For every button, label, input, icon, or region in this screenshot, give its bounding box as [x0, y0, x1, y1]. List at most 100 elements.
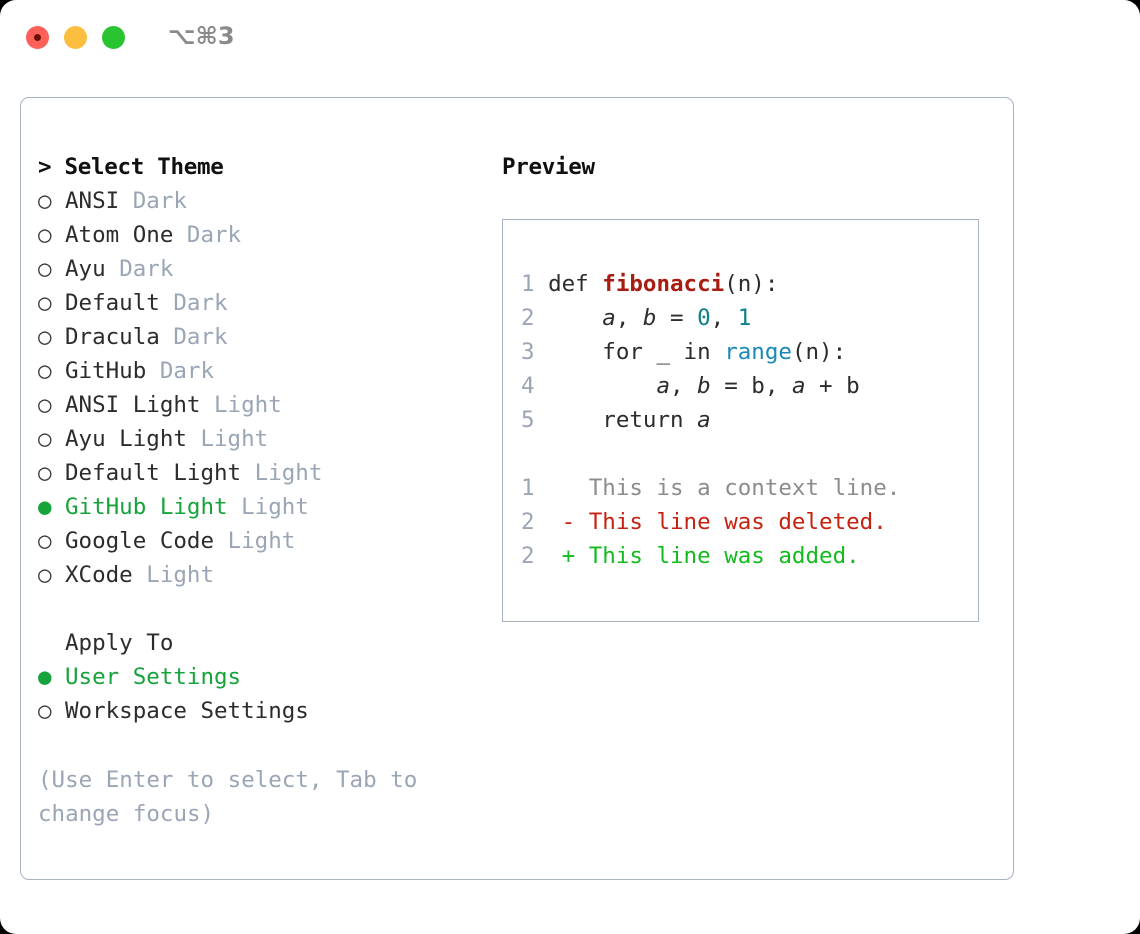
apply-to-heading-indent	[38, 626, 65, 660]
help-hint: (Use Enter to select, Tab to change focu…	[38, 767, 431, 827]
theme-variant: Light	[146, 562, 215, 588]
theme-name: Ayu	[65, 256, 120, 282]
close-button[interactable]	[26, 26, 49, 49]
theme-variant: Light	[241, 494, 309, 520]
radio-selected-icon[interactable]: ●	[38, 664, 52, 690]
radio-unselected-icon[interactable]: ○	[38, 562, 52, 588]
theme-list-item[interactable]: ○Default Dark	[38, 286, 468, 320]
theme-variant: Light	[214, 392, 282, 418]
diff-sign	[562, 475, 589, 501]
theme-list-item[interactable]: ○ANSI Light Light	[38, 388, 468, 422]
diff-text: This is a context line.	[588, 475, 901, 501]
radio-unselected-icon[interactable]: ○	[38, 528, 52, 554]
minimize-button[interactable]	[64, 26, 87, 49]
theme-list-item[interactable]: ● GitHub Light Light	[38, 490, 468, 524]
code-token: (n):	[791, 339, 847, 365]
theme-name: Ayu Light	[65, 426, 201, 452]
diff-sign: +	[561, 543, 589, 569]
apply-to-item[interactable]: ●User Settings	[38, 660, 468, 694]
code-token: a	[602, 305, 616, 331]
code-token: b	[846, 373, 860, 399]
code-token: ,	[615, 305, 643, 331]
code-token: ,	[710, 305, 738, 331]
theme-list-item[interactable]: ○ Google Code Light	[38, 524, 468, 558]
theme-list-item[interactable]: ○ Dracula Dark	[38, 320, 468, 354]
radio-unselected-icon[interactable]: ○	[38, 460, 52, 486]
radio-unselected-icon[interactable]: ○	[38, 290, 52, 316]
code-line: 4 a, b = b, a + b	[521, 369, 860, 403]
radio-unselected-icon[interactable]: ○	[38, 426, 52, 452]
spacer	[38, 592, 468, 626]
code-token	[548, 373, 656, 399]
theme-name: Dracula	[65, 324, 174, 350]
radio-unselected-icon[interactable]: ○	[38, 698, 52, 724]
code-token: for _ in	[548, 339, 725, 365]
select-theme-heading: > Select Theme	[38, 154, 224, 180]
theme-selector-column: > Select Theme ○ANSI Dark○Atom One Dark○…	[38, 150, 468, 728]
apply-to-label: Workspace Settings	[65, 698, 309, 724]
apply-to-list: ●User Settings ○ Workspace Settings	[38, 660, 468, 728]
line-number: 2	[521, 305, 549, 331]
theme-variant: Light	[200, 426, 269, 452]
diff-text: This line was deleted.	[588, 509, 887, 535]
code-token	[548, 305, 602, 331]
code-token: 0	[697, 305, 711, 331]
diff-line-number: 2	[521, 509, 562, 535]
theme-variant: Dark	[186, 222, 242, 248]
theme-variant: Light	[227, 528, 296, 554]
diff-sample: 1 This is a context line. 2 - This line w…	[521, 471, 900, 573]
apply-to-heading-label: Apply To	[65, 630, 174, 656]
theme-variant: Dark	[173, 324, 228, 350]
window-controls	[26, 26, 125, 49]
theme-list-item[interactable]: ○ ANSI Dark	[38, 184, 468, 218]
theme-list-item[interactable]: ○ Atom One Dark	[38, 218, 468, 252]
diff-line: 1 This is a context line.	[521, 471, 900, 505]
apply-to-heading: Apply To	[38, 626, 468, 660]
preview-heading: Preview	[502, 154, 595, 180]
code-line: 2 a, b = 0, 1	[521, 301, 860, 335]
theme-list-item[interactable]: ○ XCode Light	[38, 558, 468, 592]
code-token: ,	[670, 373, 698, 399]
code-token: return	[548, 407, 698, 433]
zoom-button[interactable]	[102, 26, 125, 49]
radio-unselected-icon[interactable]: ○	[38, 392, 52, 418]
radio-selected-icon[interactable]: ●	[38, 494, 52, 520]
theme-list-item[interactable]: ○ Ayu Light Light	[38, 422, 468, 456]
theme-variant: Dark	[159, 358, 215, 384]
theme-variant: Dark	[119, 256, 174, 282]
code-token: 1	[737, 305, 752, 331]
radio-unselected-icon[interactable]: ○	[38, 222, 52, 248]
radio-unselected-icon[interactable]: ○	[38, 256, 52, 282]
radio-unselected-icon[interactable]: ○	[38, 358, 52, 384]
code-token: a	[697, 407, 711, 433]
title-bar: ⌥⌘3	[0, 0, 1140, 76]
theme-name: Default Light	[65, 460, 255, 486]
theme-name: GitHub Light	[65, 494, 242, 520]
theme-name: Google Code	[65, 528, 228, 554]
radio-unselected-icon[interactable]: ○	[38, 188, 52, 214]
radio-unselected-icon[interactable]: ○	[38, 324, 52, 350]
theme-list-item[interactable]: ○ GitHub Dark	[38, 354, 468, 388]
theme-list-item[interactable]: ○ Ayu Dark	[38, 252, 468, 286]
code-line: 5 return a	[521, 403, 860, 437]
diff-line-number: 2	[521, 543, 562, 569]
code-token: =	[656, 305, 698, 331]
code-token: a	[656, 373, 671, 399]
theme-name: GitHub	[65, 358, 160, 384]
theme-list: ○ANSI Dark○Atom One Dark○Ayu Dark○Defaul…	[38, 184, 468, 592]
theme-name: ANSI	[65, 188, 133, 214]
preview-column: Preview 1 def fibonacci(n):2 a, b = 0, 1…	[502, 150, 992, 622]
code-token: +	[805, 373, 847, 399]
theme-variant: Dark	[132, 188, 187, 214]
theme-list-item[interactable]: ○Default Light Light	[38, 456, 468, 490]
theme-name: Atom One	[65, 222, 187, 248]
apply-to-item[interactable]: ○ Workspace Settings	[38, 694, 468, 728]
main-panel: > Select Theme ○ANSI Dark○Atom One Dark○…	[20, 97, 1014, 880]
code-token: b	[642, 305, 657, 331]
keyboard-shortcut-label: ⌥⌘3	[168, 22, 235, 50]
theme-name: XCode	[65, 562, 147, 588]
diff-sign: -	[561, 509, 589, 535]
